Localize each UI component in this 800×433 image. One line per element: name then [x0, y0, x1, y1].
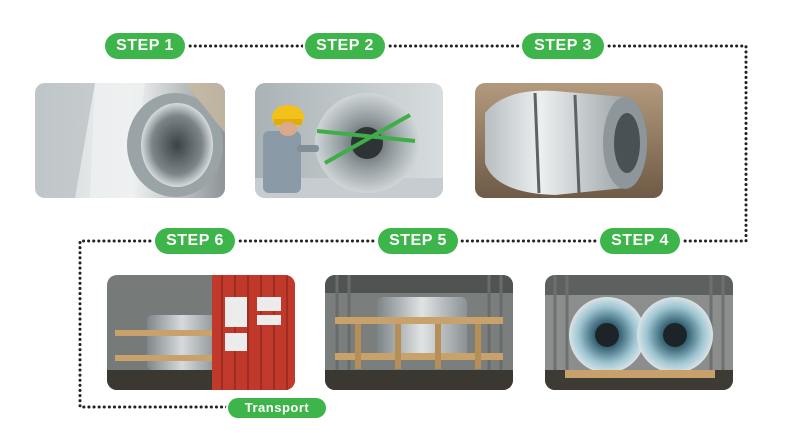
step-2-label: STEP 2	[305, 33, 385, 59]
step-3-label: STEP 3	[522, 33, 604, 59]
step-6-label: STEP 6	[155, 228, 235, 254]
worker-inspecting-coil-photo	[255, 83, 443, 198]
step-4-label: STEP 4	[600, 228, 680, 254]
transport-label: Transport	[228, 398, 326, 418]
step-5-label: STEP 5	[378, 228, 458, 254]
container-door-loading-photo	[107, 275, 295, 390]
galvanized-coil-closeup-photo	[35, 83, 225, 198]
wrapped-coil-warehouse-photo	[475, 83, 663, 198]
step-1-label: STEP 1	[105, 33, 185, 59]
coil-on-wooden-cradle-photo	[325, 275, 513, 390]
coils-in-container-photo	[545, 275, 733, 390]
